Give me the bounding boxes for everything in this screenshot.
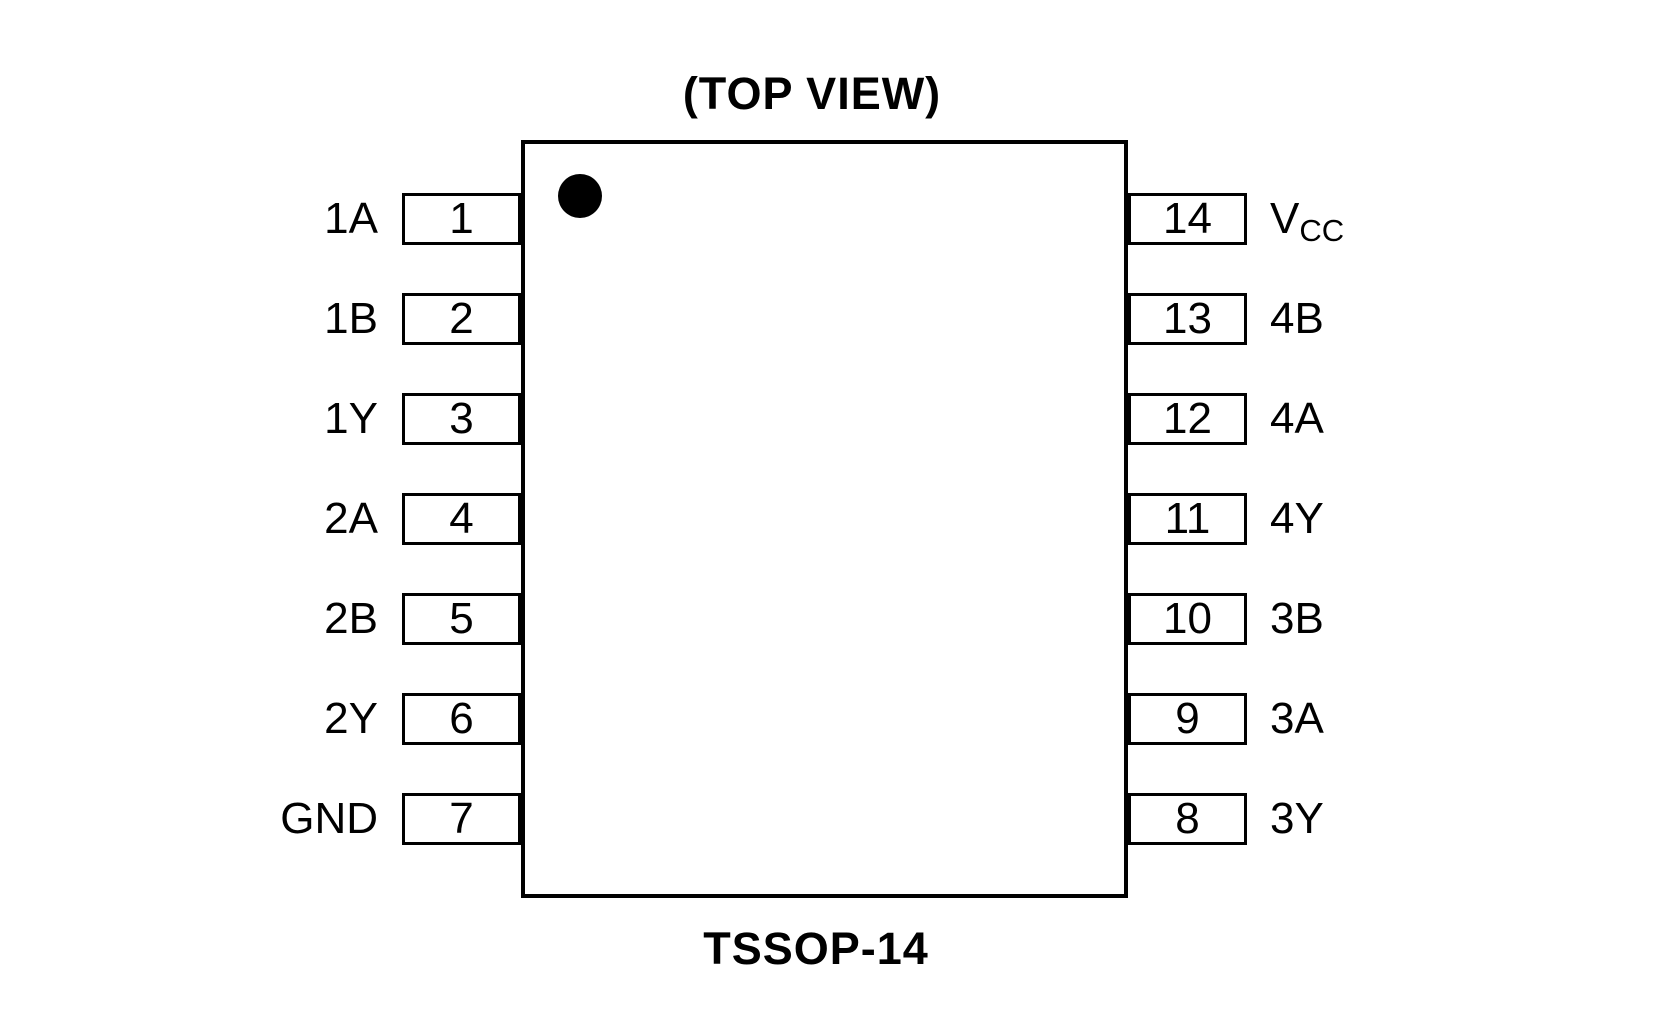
pin-box-9: 9 bbox=[1128, 693, 1247, 745]
pin-label-1a: 1A bbox=[324, 194, 378, 243]
pin-number-3: 3 bbox=[449, 394, 474, 443]
pin-box-10: 10 bbox=[1128, 593, 1247, 645]
pin-label-4a: 4A bbox=[1270, 394, 1324, 443]
pin-number-11: 11 bbox=[1164, 494, 1211, 543]
top-view-title: (TOP VIEW) bbox=[682, 68, 942, 119]
pin-number-13: 13 bbox=[1163, 294, 1212, 343]
pin-number-12: 12 bbox=[1163, 394, 1212, 443]
pin-number-9: 9 bbox=[1175, 694, 1200, 743]
pin-box-11: 11 bbox=[1128, 493, 1247, 545]
pin-label-3a: 3A bbox=[1270, 694, 1324, 743]
pin-label-3b: 3B bbox=[1270, 594, 1324, 643]
pin-box-12: 12 bbox=[1128, 393, 1247, 445]
pin-box-6: 6 bbox=[402, 693, 521, 745]
vcc-main: V bbox=[1270, 194, 1300, 243]
pin-number-14: 14 bbox=[1163, 194, 1212, 243]
pin-box-1: 1 bbox=[402, 193, 521, 245]
pin-box-3: 3 bbox=[402, 393, 521, 445]
pin-label-2y: 2Y bbox=[324, 694, 378, 743]
pin-label-1y: 1Y bbox=[324, 394, 378, 443]
pin-number-4: 4 bbox=[449, 494, 474, 543]
pin-number-10: 10 bbox=[1163, 594, 1212, 643]
pin-box-7: 7 bbox=[402, 793, 521, 845]
pin-number-7: 7 bbox=[449, 794, 474, 843]
ic-body bbox=[521, 140, 1128, 898]
pin-label-2b: 2B bbox=[324, 594, 378, 643]
pin-number-8: 8 bbox=[1175, 794, 1200, 843]
pin-label-gnd: GND bbox=[280, 794, 378, 843]
pin-label-1b: 1B bbox=[324, 294, 378, 343]
pin-box-2: 2 bbox=[402, 293, 521, 345]
pin-label-vcc: VCC bbox=[1270, 193, 1590, 248]
pin-box-4: 4 bbox=[402, 493, 521, 545]
pin1-indicator-dot bbox=[558, 174, 602, 218]
pin-label-2a: 2A bbox=[324, 494, 378, 543]
pin-box-14: 14 bbox=[1128, 193, 1247, 245]
pin-box-8: 8 bbox=[1128, 793, 1247, 845]
pin-number-6: 6 bbox=[449, 694, 474, 743]
pin-number-1: 1 bbox=[449, 194, 474, 243]
pin-box-5: 5 bbox=[402, 593, 521, 645]
pin-label-4b: 4B bbox=[1270, 294, 1324, 343]
pin-label-3y: 3Y bbox=[1270, 794, 1324, 843]
pin-number-5: 5 bbox=[449, 594, 474, 643]
pin-box-13: 13 bbox=[1128, 293, 1247, 345]
package-name-label: TSSOP-14 bbox=[703, 923, 929, 974]
vcc-subscript: CC bbox=[1299, 213, 1345, 248]
pin-label-4y: 4Y bbox=[1270, 494, 1324, 543]
pin-number-2: 2 bbox=[449, 294, 474, 343]
